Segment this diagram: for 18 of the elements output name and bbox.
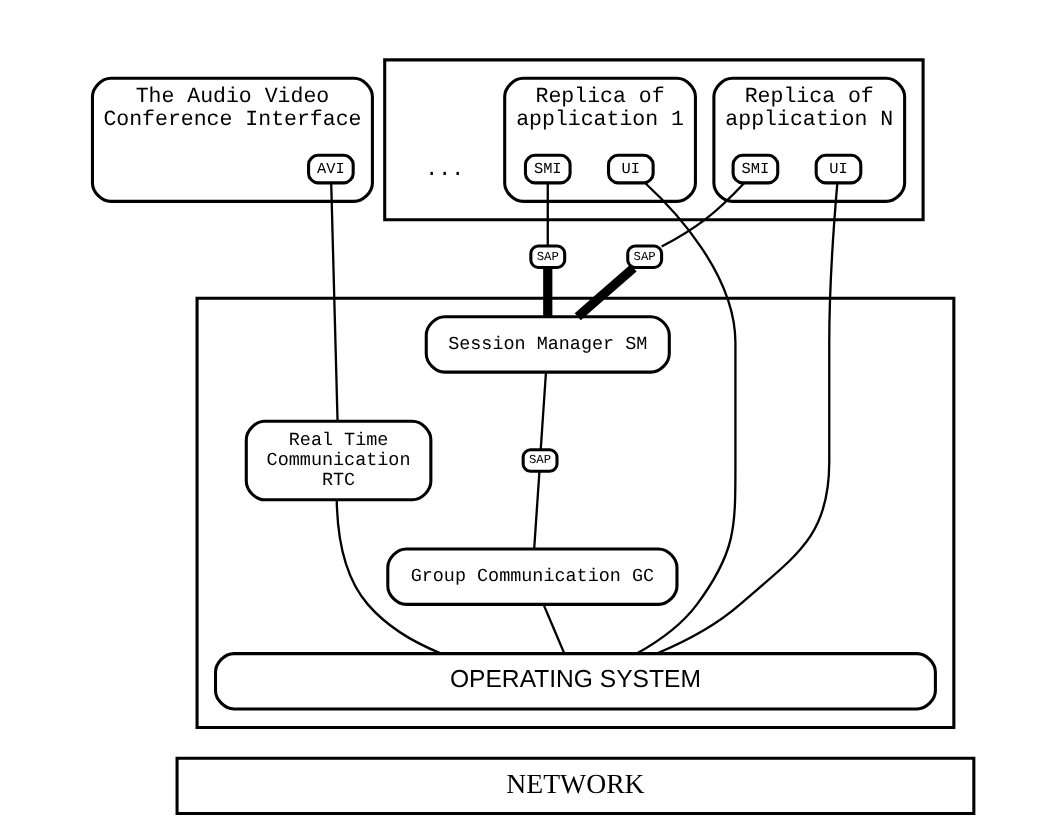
connector [636, 182, 737, 655]
cluster [195, 296, 956, 729]
node-box: OPERATING SYSTEM [213, 652, 937, 711]
connector [533, 471, 541, 549]
connector [330, 182, 339, 422]
connector [656, 183, 839, 655]
node-box: NETWORK [175, 756, 976, 816]
connector [542, 604, 566, 654]
cluster [383, 58, 925, 222]
connector [546, 183, 549, 246]
node-box: Group Communication GC [386, 547, 679, 606]
connector [539, 372, 548, 450]
node-box: Session Manager SM [424, 315, 671, 374]
connector [543, 268, 553, 317]
label: ... [425, 158, 465, 183]
connector [574, 264, 637, 321]
node-box: Real Time Communication RTC [244, 419, 433, 502]
connector [335, 500, 442, 655]
